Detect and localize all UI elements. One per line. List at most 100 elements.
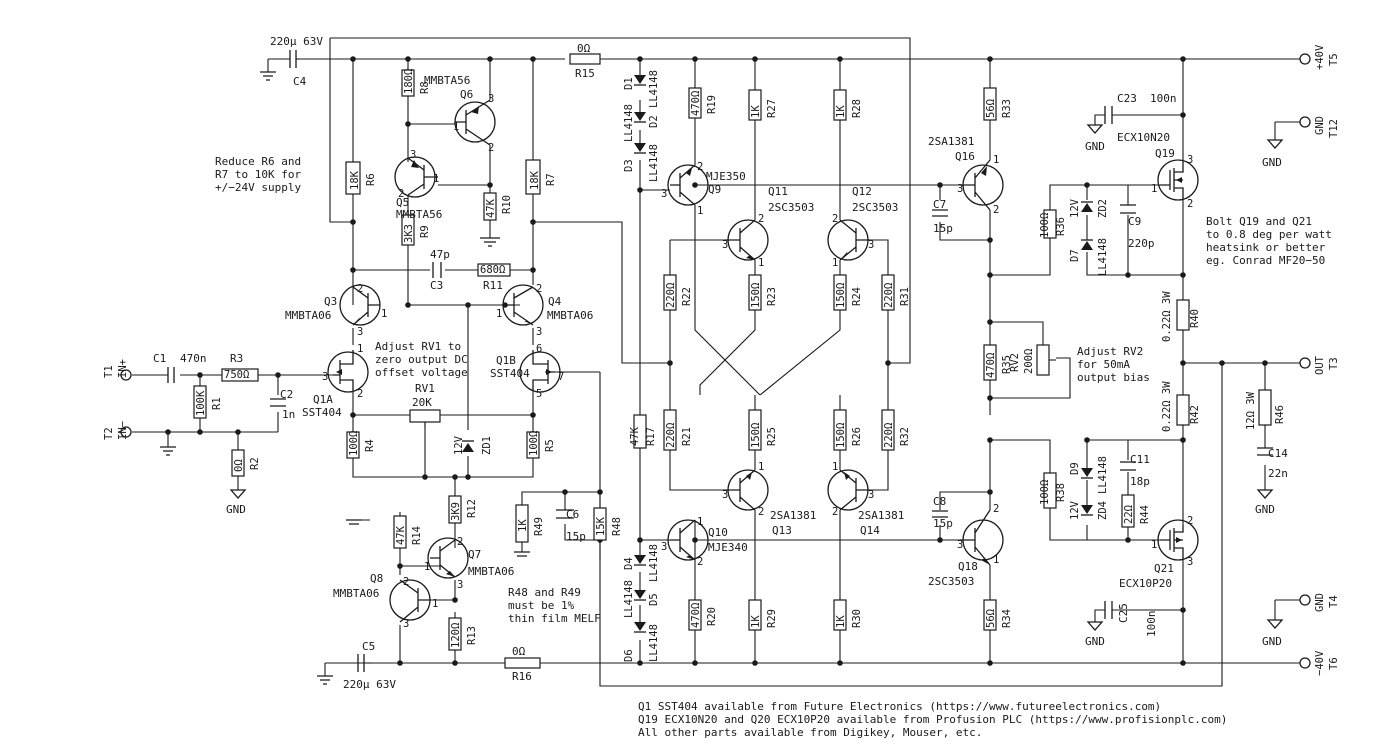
pin-q11-3: 3 <box>722 239 728 251</box>
r9-ref: R9 <box>419 225 431 238</box>
r29-value: 1K <box>750 615 762 628</box>
note-parts-2: Q19 ECX10N20 and Q20 ECX10P20 available … <box>638 713 1227 726</box>
r14-ref: R14 <box>411 526 423 545</box>
pin-q11-1: 1 <box>758 257 764 269</box>
pin-q9-3: 3 <box>661 188 667 200</box>
r29-ref: R29 <box>766 609 778 628</box>
q21-ref: Q21 <box>1154 562 1174 575</box>
pin-q11-2: 2 <box>758 213 764 225</box>
r1-value: 100K <box>195 390 207 416</box>
q12-type: 2SC3503 <box>852 201 898 214</box>
component-labels: 220µ 63V C4 220µ 63V C5 0Ω R15 0Ω R16 18… <box>103 35 1340 691</box>
pin-q21-2: 2 <box>1187 515 1193 527</box>
r28-value: 1K <box>835 105 847 118</box>
note-parts-3: All other parts available from Digikey, … <box>638 726 982 739</box>
pin-q6-2: 2 <box>488 142 494 154</box>
zd2-ref: ZD2 <box>1097 199 1109 218</box>
d1-ref: D1 <box>623 77 635 90</box>
pin-q9-2: 2 <box>697 161 703 173</box>
r32-ref: R32 <box>899 427 911 446</box>
c23-ref: C23 <box>1117 92 1137 105</box>
zd2-value: 12V <box>1069 198 1081 218</box>
r34-value: 56Ω <box>985 609 997 628</box>
gnd-label-input: GND <box>226 503 246 516</box>
q1a-ref: Q1A <box>313 393 333 406</box>
note-reduce-2: R7 to 10K for <box>215 168 301 181</box>
t6-name: −40V <box>1314 650 1326 676</box>
note-bolt-1: Bolt Q19 and Q21 <box>1206 215 1312 228</box>
r33-ref: R33 <box>1001 99 1013 118</box>
pin-q14-2: 2 <box>832 506 838 518</box>
pin-q18-2: 2 <box>993 503 999 515</box>
r23-ref: R23 <box>766 287 778 306</box>
r10-value: 47K <box>485 198 497 218</box>
r21-ref: R21 <box>681 427 693 446</box>
t5-ref: T5 <box>1328 53 1340 66</box>
q18-type: 2SC3503 <box>928 575 974 588</box>
r10-ref: R10 <box>501 195 513 214</box>
t3-name: OUT <box>1314 355 1326 375</box>
d6-value: LL4148 <box>648 624 660 662</box>
r5-value: 100Ω <box>528 431 540 456</box>
pin-q14-3: 3 <box>868 489 874 501</box>
pin-q8-2: 2 <box>403 576 409 588</box>
r30-ref: R30 <box>851 609 863 628</box>
note-rv2-3: output bias <box>1077 371 1150 384</box>
r30-value: 1K <box>835 615 847 628</box>
r25-value: 150Ω <box>750 423 762 448</box>
q4-type: MMBTA06 <box>547 309 593 322</box>
pin-numbers: 3 1 2 3 1 2 2 1 3 2 1 3 1 3 2 6 7 5 2 1 … <box>322 93 1193 630</box>
transistors <box>327 99 1199 623</box>
r26-ref: R26 <box>851 427 863 446</box>
pin-q3-2: 2 <box>357 283 363 295</box>
t5-name: +40V <box>1314 44 1326 70</box>
d6-ref: D6 <box>623 649 635 662</box>
pin-q7-3: 3 <box>457 579 463 591</box>
d5-value: LL4148 <box>623 580 635 618</box>
t4-name: GND <box>1314 593 1326 612</box>
t2-name: IN− <box>117 421 129 440</box>
d5-ref: D5 <box>648 593 660 606</box>
note-rv1-2: zero output DC <box>375 353 468 366</box>
q5-ref: Q5 <box>396 196 409 209</box>
q4-ref: Q4 <box>548 295 562 308</box>
r16-value: 0Ω <box>512 645 526 658</box>
r27-ref: R27 <box>766 99 778 118</box>
pin-q14-1: 1 <box>832 461 838 473</box>
d3-ref: D3 <box>623 159 635 172</box>
q21-type: ECX10P20 <box>1119 577 1172 590</box>
r8-value: 180Ω <box>403 69 415 94</box>
r38-value: 100Ω <box>1039 480 1051 505</box>
q12-ref: Q12 <box>852 185 872 198</box>
r6-ref: R6 <box>365 173 377 186</box>
c25-ref: C25 <box>1117 603 1130 623</box>
note-melf-1: R48 and R49 <box>508 586 581 599</box>
note-rv2-1: Adjust RV2 <box>1077 345 1143 358</box>
gnd-label-c23: GND <box>1085 140 1105 153</box>
q1b-type: SST404 <box>490 367 530 380</box>
pin-q19-1: 1 <box>1151 183 1157 195</box>
r46-value: 12Ω 3W <box>1245 391 1257 430</box>
rv2-value: 200Ω <box>1023 349 1035 374</box>
terminals <box>120 53 1311 669</box>
pin-q16-3: 3 <box>957 183 963 195</box>
d2-ref: D2 <box>648 115 660 128</box>
note-melf-3: thin film MELF <box>508 612 601 625</box>
q13-ref: Q13 <box>772 524 792 537</box>
pin-q3-3: 3 <box>357 326 363 338</box>
r15-value: 0Ω <box>577 42 591 55</box>
pin-q16-2: 2 <box>993 204 999 216</box>
pin-q16-1: 1 <box>993 154 999 166</box>
rv1-value: 20K <box>412 396 432 409</box>
q13-type: 2SA1381 <box>770 509 816 522</box>
r6-value: 18K <box>349 170 361 190</box>
r35-ref: R35 <box>1001 355 1013 374</box>
t1-ref: T1 <box>103 365 115 378</box>
c9-ref: C9 <box>1128 215 1141 228</box>
r22-ref: R22 <box>681 287 693 306</box>
r7-value: 18K <box>529 170 541 190</box>
pin-q1a-2: 2 <box>357 388 363 400</box>
c8-value: 15p <box>933 517 953 530</box>
r3-value: 750Ω <box>224 369 249 381</box>
